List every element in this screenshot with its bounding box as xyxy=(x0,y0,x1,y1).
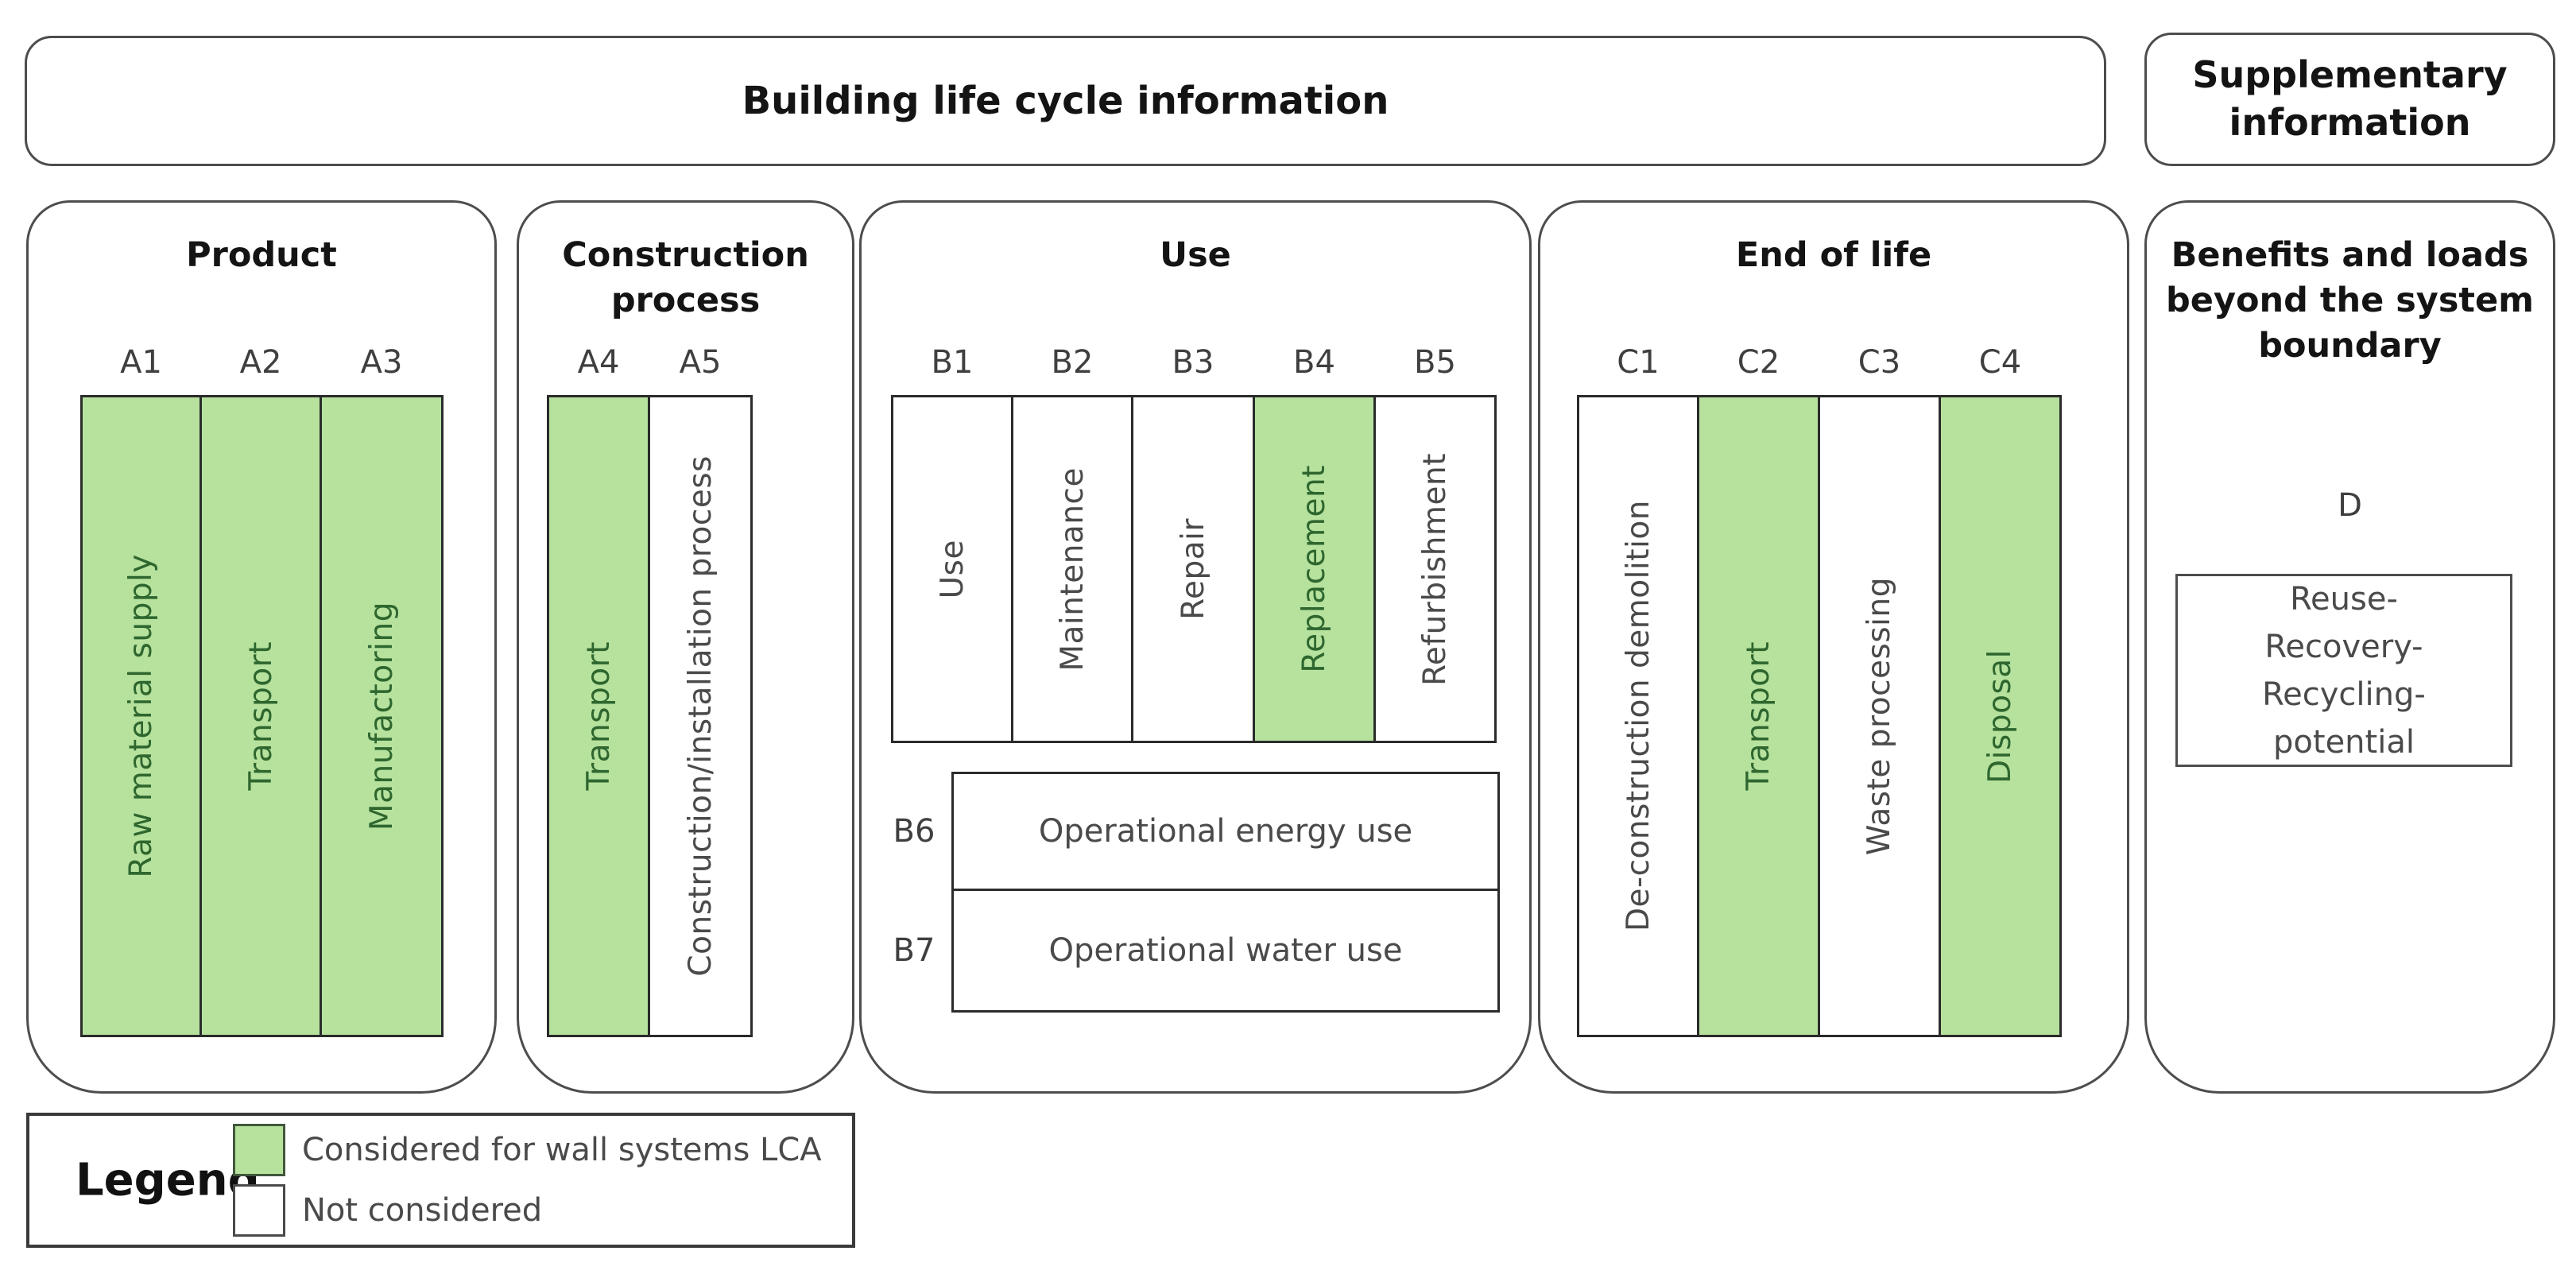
stage-code-b5: B5 xyxy=(1414,344,1456,381)
module-c4-disposal: Disposal xyxy=(1939,395,2062,1037)
supplementary-information-title: Supplementary information xyxy=(2192,53,2508,144)
module-c2-label: Transport xyxy=(1741,641,1776,791)
module-a2-label: Transport xyxy=(242,641,279,791)
module-b1-use: Use xyxy=(891,395,1013,743)
module-c1-label: De-construction demolition xyxy=(1620,500,1656,932)
module-b6-label: Operational energy use xyxy=(1038,813,1413,850)
module-b3-repair: Repair xyxy=(1131,395,1255,743)
module-a3-label: Manufactoring xyxy=(363,601,400,831)
module-b2-label: Maintenance xyxy=(1054,467,1090,672)
stage-code-b1: B1 xyxy=(931,344,974,381)
module-c4-label: Disposal xyxy=(1982,649,2018,784)
legend-label-considered: Considered for wall systems LCA xyxy=(302,1132,822,1168)
module-a5-construction-installation: Construction/installation process xyxy=(648,395,753,1037)
stage-code-a5: A5 xyxy=(679,344,722,381)
module-c2-transport: Transport xyxy=(1697,395,1820,1037)
module-b6-operational-energy-use: Operational energy use xyxy=(951,772,1500,891)
module-b1-label: Use xyxy=(934,539,970,599)
section-product-title: Product xyxy=(186,235,337,275)
module-a2-transport: Transport xyxy=(199,395,322,1037)
stage-code-b6: B6 xyxy=(893,813,935,850)
module-b5-label: Refurbishment xyxy=(1417,452,1453,686)
stage-code-d: D xyxy=(2338,487,2362,524)
stage-code-b3: B3 xyxy=(1172,344,1214,381)
module-c1-deconstruction-demolition: De-construction demolition xyxy=(1577,395,1699,1037)
module-c3-label: Waste processing xyxy=(1861,576,1897,856)
stage-code-c3: C3 xyxy=(1857,344,1901,381)
legend-label-not-considered: Not considered xyxy=(302,1192,543,1229)
module-a4-transport: Transport xyxy=(547,395,650,1037)
module-c3-waste-processing: Waste processing xyxy=(1818,395,1941,1037)
module-b2-maintenance: Maintenance xyxy=(1011,395,1133,743)
stage-code-b4: B4 xyxy=(1293,344,1335,381)
section-benefits-and-loads-title: Benefits and loads beyond the system bou… xyxy=(2166,235,2534,366)
module-b5-refurbishment: Refurbishment xyxy=(1373,395,1497,743)
module-a1-label: Raw material supply xyxy=(123,554,159,878)
module-a4-label: Transport xyxy=(580,641,617,791)
supplementary-information-banner: Supplementary information xyxy=(2144,33,2555,166)
stage-code-b2: B2 xyxy=(1051,344,1094,381)
module-b4-replacement: Replacement xyxy=(1253,395,1376,743)
stage-code-c4: C4 xyxy=(1978,344,2022,381)
stage-code-b7: B7 xyxy=(893,932,935,969)
building-life-cycle-banner: Building life cycle information xyxy=(25,36,2106,166)
module-b7-operational-water-use: Operational water use xyxy=(951,889,1500,1013)
legend-heading: Legend xyxy=(76,1154,260,1206)
stage-code-a3: A3 xyxy=(360,344,403,381)
stage-code-a2: A2 xyxy=(239,344,282,381)
stage-code-c1: C1 xyxy=(1617,344,1660,381)
page-title: Building life cycle information xyxy=(742,79,1389,123)
section-end-of-life-title: End of life xyxy=(1735,235,1932,275)
stage-code-a4: A4 xyxy=(577,344,620,381)
module-a3-manufactoring: Manufactoring xyxy=(320,395,444,1037)
legend-swatch-not-considered xyxy=(233,1184,285,1237)
module-b4-label: Replacement xyxy=(1296,465,1332,673)
module-b7-label: Operational water use xyxy=(1048,932,1403,969)
section-construction-process-title: Construction process xyxy=(562,235,809,320)
section-use-title: Use xyxy=(1160,235,1231,275)
module-b3-label: Repair xyxy=(1175,518,1211,620)
stage-code-a1: A1 xyxy=(120,344,162,381)
module-d-reuse-recovery-recycling-potential: Reuse- Recovery- Recycling- potential xyxy=(2175,574,2512,767)
module-a1-raw-material-supply: Raw material supply xyxy=(80,395,202,1037)
module-a5-label: Construction/installation process xyxy=(682,455,719,977)
legend-swatch-considered xyxy=(233,1124,285,1176)
stage-code-c2: C2 xyxy=(1737,344,1780,381)
legend: Legend Considered for wall systems LCA N… xyxy=(26,1113,855,1248)
